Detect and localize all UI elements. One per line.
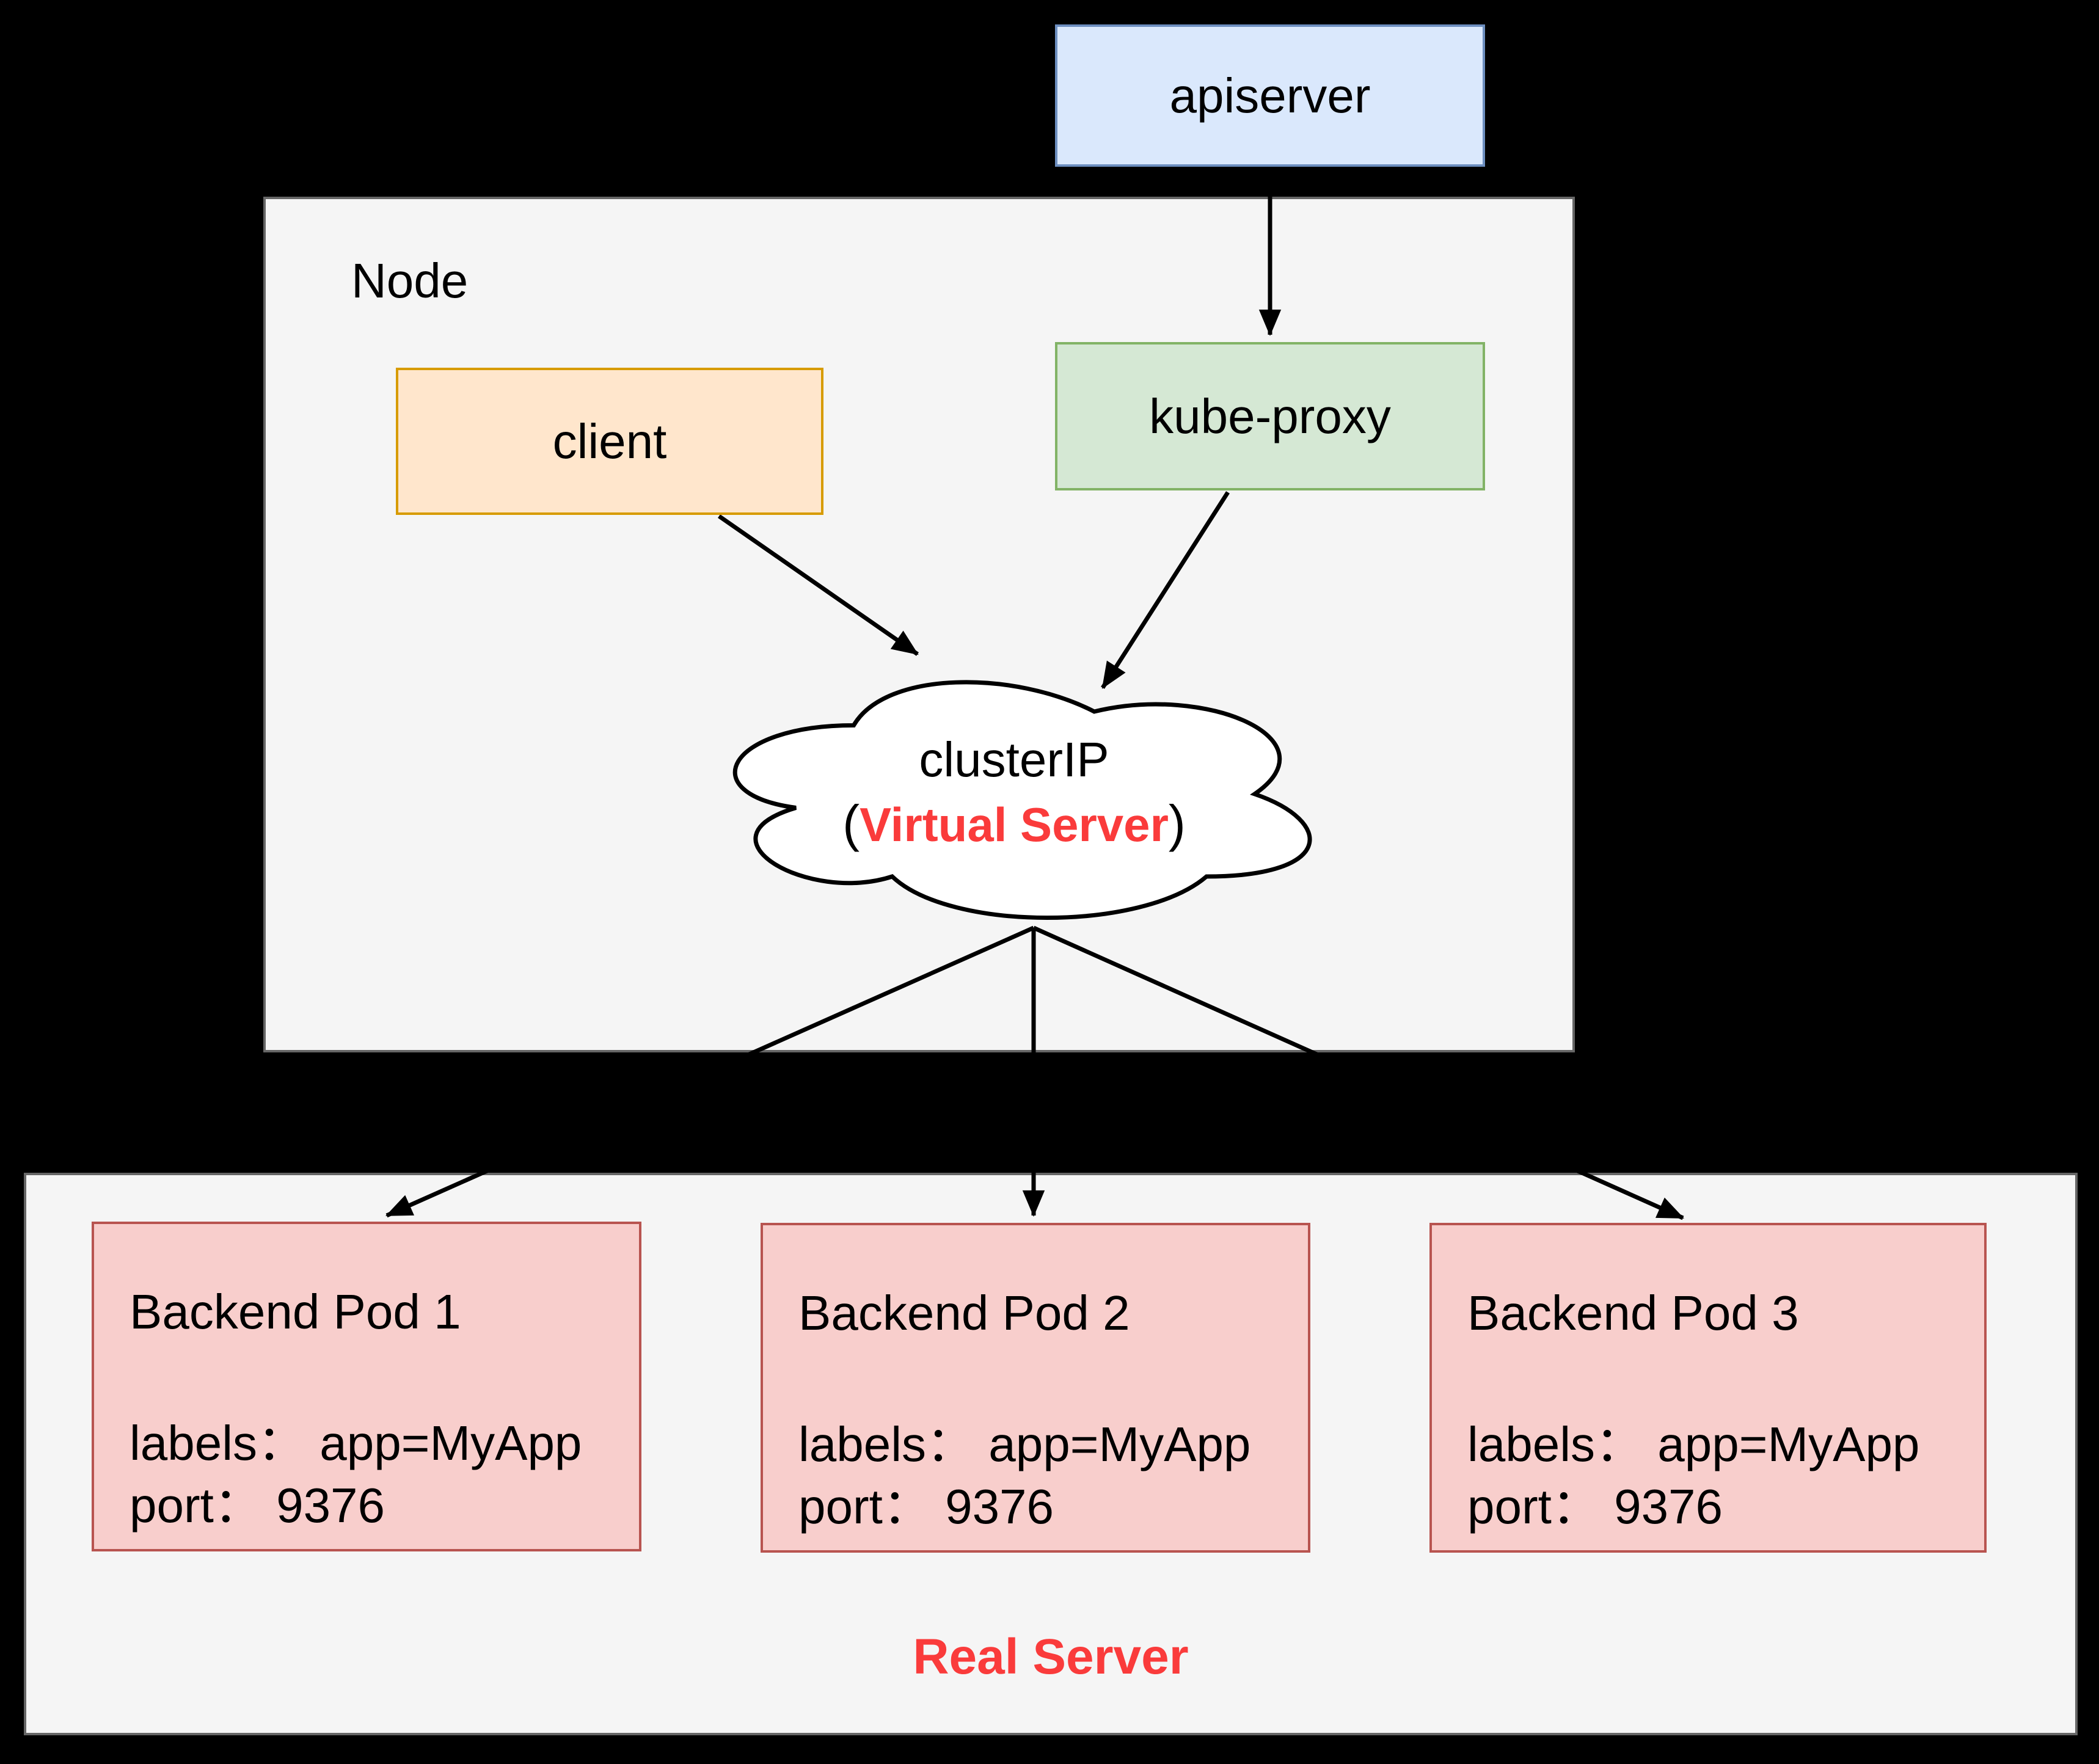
real-server-label: Real Server [913,1629,1189,1685]
backend-pod-2: Backend Pod 2 labels： app=MyApp port： 93… [761,1223,1310,1553]
backend-pod-1: Backend Pod 1 labels： app=MyApp port： 93… [92,1222,641,1551]
pod-port-line: port： 9376 [1467,1479,1723,1534]
client-label: client [552,414,667,468]
pod-labels-line: labels： app=MyApp [130,1416,582,1470]
cluster-ip-label: clusterIP [919,732,1109,787]
pod-labels-line: labels： app=MyApp [798,1417,1251,1471]
backend-pod-3: Backend Pod 3 labels： app=MyApp port： 93… [1429,1223,1987,1553]
apiserver-node: apiserver [1055,24,1485,167]
pod-labels-line: labels： app=MyApp [1467,1417,1920,1471]
cluster-ip-label-block: clusterIP (Virtual Server) [693,728,1335,856]
pod-port-line: port： 9376 [798,1479,1054,1534]
pod-title: Backend Pod 2 [798,1286,1130,1340]
kube-proxy-label: kube-proxy [1149,388,1391,443]
kube-proxy-node: kube-proxy [1055,342,1485,490]
node-container-label: Node [351,253,469,308]
virtual-server-line: (Virtual Server) [693,792,1335,856]
pod-port-line: port： 9376 [130,1478,385,1533]
virtual-server-paren-open: ( [842,795,860,852]
virtual-server-paren-close: ) [1168,795,1186,852]
client-node: client [396,368,823,515]
apiserver-label: apiserver [1169,68,1371,123]
virtual-server-label: Virtual Server [860,798,1169,851]
pod-title: Backend Pod 1 [130,1285,461,1339]
node-container: Node [263,197,1575,1052]
pod-title: Backend Pod 3 [1467,1286,1799,1340]
